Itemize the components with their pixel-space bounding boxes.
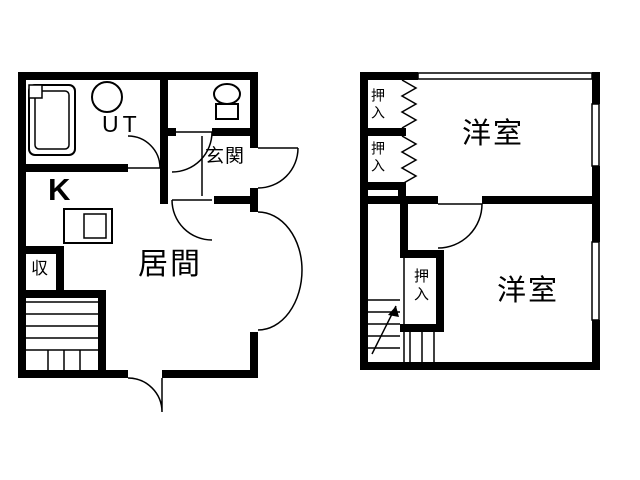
wall <box>592 72 600 104</box>
wall <box>212 128 250 136</box>
wall <box>18 72 258 80</box>
floor1-walls <box>18 72 258 378</box>
floor2-doors <box>437 203 483 249</box>
washing-machine-outer <box>28 84 76 156</box>
closet-top-label: 押入 <box>370 88 386 122</box>
living-double-door-arcs <box>257 211 303 331</box>
wall <box>482 196 600 204</box>
stairs-wall <box>98 290 106 378</box>
stairs-2f <box>368 254 435 362</box>
toilet-door-arc <box>171 131 213 173</box>
floor2-walls <box>360 72 600 370</box>
floor1-plan <box>18 72 303 413</box>
window-right-lower <box>591 241 600 321</box>
stairs-direction-arrowhead <box>388 306 399 317</box>
closet-divider-wall <box>360 182 406 190</box>
wall <box>398 182 406 204</box>
hall-living-door-arc <box>171 199 213 241</box>
wall <box>18 72 26 378</box>
kitchen-sink <box>83 213 107 239</box>
western-room-top-label: 洋室 <box>462 118 525 150</box>
toilet-tank <box>215 103 239 120</box>
floor2-windows <box>417 72 600 321</box>
terrace-door-arc <box>127 377 163 413</box>
wall <box>250 72 258 148</box>
toilet-bowl <box>213 83 241 105</box>
closet-wall <box>400 324 444 332</box>
closet-wall <box>400 250 444 258</box>
wall <box>592 320 600 370</box>
storage-label: 収 <box>31 259 48 278</box>
folding-door-zigzag <box>400 135 418 185</box>
utility-door-arc <box>127 135 161 169</box>
stairwell-wall <box>400 204 408 254</box>
closet-divider-wall <box>360 128 406 136</box>
stairs-1f <box>26 301 98 370</box>
utility-room-label: UT <box>102 111 141 137</box>
western-room-bottom-label: 洋室 <box>497 275 560 307</box>
floor2-plan <box>360 72 600 370</box>
kitchen-counter <box>63 208 113 244</box>
entrance-label: 玄関 <box>205 146 246 167</box>
folding-door-zigzag <box>400 79 418 129</box>
closet-wall <box>436 250 444 332</box>
entrance-door-arc <box>257 147 299 189</box>
closet-folding-doors <box>400 79 418 185</box>
closet-mid-label: 押入 <box>370 141 386 175</box>
storage-wall <box>56 246 64 298</box>
washing-machine-box <box>28 84 43 99</box>
washing-machine-inner <box>34 90 70 150</box>
wall <box>162 370 258 378</box>
wall <box>18 370 128 378</box>
bedroom-door-arc <box>437 203 483 249</box>
wall <box>360 72 418 80</box>
wall <box>160 72 168 204</box>
wall <box>360 72 368 370</box>
window-top <box>417 72 593 80</box>
wall <box>250 332 258 378</box>
floor1-doors <box>127 131 303 413</box>
wall <box>214 196 258 204</box>
wall <box>18 164 128 172</box>
washing-machine <box>28 84 76 156</box>
wall <box>360 362 600 370</box>
kitchen-counter-outline <box>63 208 113 244</box>
stairs-wall <box>18 290 106 298</box>
window-right-upper <box>591 103 600 167</box>
utility-sink-icon <box>91 81 123 113</box>
toilet-icon <box>213 83 241 120</box>
closet-bottom-label: 押入 <box>412 268 429 304</box>
living-room-label: 居間 <box>138 248 202 281</box>
storage-wall <box>24 246 64 254</box>
kitchen-label: K <box>48 172 71 207</box>
